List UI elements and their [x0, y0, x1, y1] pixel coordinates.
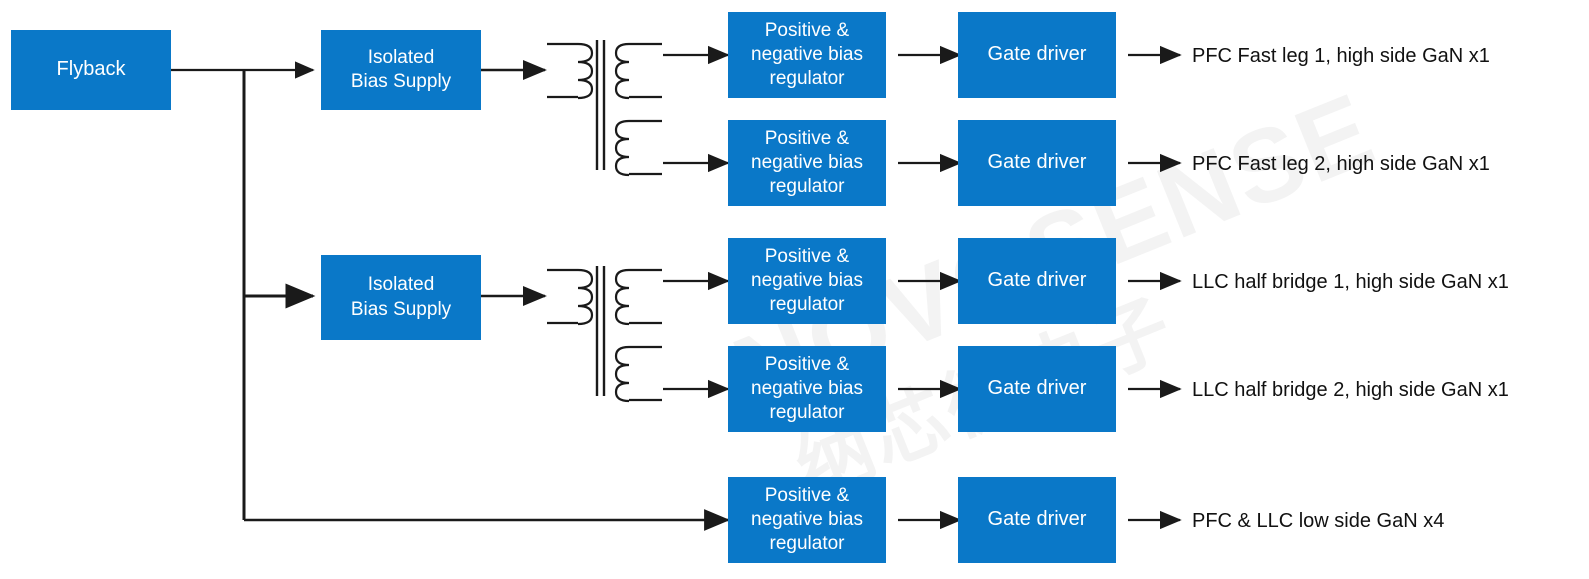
block-isolated-bias-supply-2[interactable]: Isolated Bias Supply: [321, 255, 481, 340]
block-regulator-3[interactable]: Positive & negative bias regulator: [728, 238, 886, 324]
block-regulator-5-label: Positive & negative bias regulator: [751, 484, 863, 555]
transformer2-secA-coil: [614, 268, 630, 326]
output-label-5: PFC & LLC low side GaN x4: [1192, 510, 1445, 532]
transformer1-primary-coil: [577, 42, 594, 100]
block-gate-driver-4[interactable]: Gate driver: [958, 346, 1116, 432]
transformer1-secB-coil: [614, 119, 630, 177]
output-label-2: PFC Fast leg 2, high side GaN x1: [1192, 153, 1490, 175]
block-gate-driver-4-label: Gate driver: [987, 377, 1087, 400]
block-regulator-2[interactable]: Positive & negative bias regulator: [728, 120, 886, 206]
block-gate-driver-2-label: Gate driver: [987, 151, 1087, 174]
transformer2-primary-coil: [577, 268, 594, 326]
block-regulator-4[interactable]: Positive & negative bias regulator: [728, 346, 886, 432]
block-regulator-3-label: Positive & negative bias regulator: [751, 245, 863, 316]
transformer2-secB-coil: [614, 345, 630, 403]
block-isolated-bias-supply-1-label: Isolated Bias Supply: [350, 46, 452, 92]
block-regulator-2-label: Positive & negative bias regulator: [751, 127, 863, 198]
block-gate-driver-1-label: Gate driver: [987, 43, 1087, 66]
block-isolated-bias-supply-2-label: Isolated Bias Supply: [350, 274, 452, 320]
transformer1-secA-coil: [614, 42, 630, 100]
block-regulator-4-label: Positive & negative bias regulator: [751, 353, 863, 424]
block-gate-driver-2[interactable]: Gate driver: [958, 120, 1116, 206]
block-gate-driver-5[interactable]: Gate driver: [958, 477, 1116, 563]
output-label-1: PFC Fast leg 1, high side GaN x1: [1192, 45, 1490, 67]
block-isolated-bias-supply-1[interactable]: Isolated Bias Supply: [321, 30, 481, 110]
block-gate-driver-3-label: Gate driver: [987, 269, 1087, 292]
block-gate-driver-5-label: Gate driver: [987, 508, 1087, 531]
output-label-4: LLC half bridge 2, high side GaN x1: [1192, 379, 1509, 401]
block-flyback-label: Flyback: [56, 58, 126, 81]
output-label-3: LLC half bridge 1, high side GaN x1: [1192, 271, 1509, 293]
block-gate-driver-3[interactable]: Gate driver: [958, 238, 1116, 324]
block-flyback[interactable]: Flyback: [11, 30, 171, 110]
block-regulator-5[interactable]: Positive & negative bias regulator: [728, 477, 886, 563]
block-regulator-1[interactable]: Positive & negative bias regulator: [728, 12, 886, 98]
block-gate-driver-1[interactable]: Gate driver: [958, 12, 1116, 98]
block-regulator-1-label: Positive & negative bias regulator: [751, 19, 863, 90]
